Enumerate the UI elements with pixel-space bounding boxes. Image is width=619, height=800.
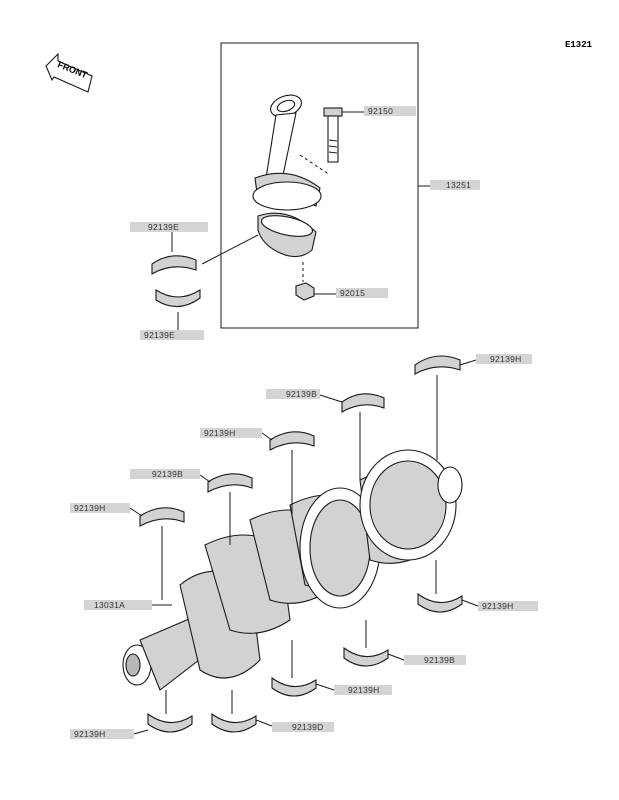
svg-text:92150: 92150 (368, 106, 393, 116)
conrod-assembly-box (220, 42, 419, 329)
svg-text:92139B: 92139B (286, 389, 317, 399)
crankshaft-icon (122, 449, 463, 691)
nut-icon (295, 282, 315, 301)
bearing-shell-h-bottom-mid-icon (271, 676, 317, 697)
svg-text:92015: 92015 (340, 288, 365, 298)
bearing-shell-b-lower-right-icon (343, 646, 389, 667)
rod-cap-icon (257, 212, 317, 258)
label-bearing-b-upper: 92139B (266, 389, 320, 399)
bearing-shell-h-left-icon (139, 507, 185, 527)
front-arrow-icon: FRONT (45, 52, 93, 93)
svg-text:13251: 13251 (446, 180, 471, 190)
svg-text:92139B: 92139B (152, 469, 183, 479)
label-bearing-h-left: 92139H (70, 503, 130, 513)
label-nut: 92015 (336, 288, 388, 298)
svg-text:92139H: 92139H (74, 729, 106, 739)
svg-text:92139D: 92139D (292, 722, 324, 732)
svg-text:13031A: 13031A (94, 600, 125, 610)
label-bearing-d-bottom: 92139D (272, 722, 334, 732)
bearing-shell-b-mid-icon (207, 473, 253, 493)
svg-text:92139H: 92139H (204, 428, 236, 438)
label-bearing-b-mid: 92139B (130, 469, 200, 479)
label-bearing-lower-left: 92139E (140, 330, 204, 340)
label-bearing-top-right: 92139H (476, 354, 532, 364)
bearing-shell-h-lower-right-icon (417, 592, 463, 613)
svg-text:92139H: 92139H (348, 685, 380, 695)
label-bearing-h-bottom-left: 92139H (70, 729, 134, 739)
leader-lines (129, 111, 479, 735)
label-conrod-assy: 13251 (430, 180, 480, 190)
bearing-shell-lower-left-icon (155, 288, 201, 308)
svg-text:92139E: 92139E (144, 330, 175, 340)
svg-text:92139H: 92139H (74, 503, 106, 513)
bearing-shell-h-mid-icon (269, 431, 315, 451)
label-bearing-b-lower-right: 92139B (404, 655, 466, 665)
connecting-rod-icon (252, 94, 322, 211)
bearing-shell-h-bottom-left-icon (147, 712, 193, 733)
bearing-shell-b-upper-icon (341, 393, 385, 413)
svg-text:92139B: 92139B (424, 655, 455, 665)
bearing-shell-upper-left-icon (151, 255, 197, 275)
label-bolt: 92150 (364, 106, 416, 116)
diagram-code: E1321 (565, 40, 593, 50)
label-bearing-h-lower-right: 92139H (478, 601, 538, 611)
svg-text:92139H: 92139H (482, 601, 514, 611)
bearing-shell-d-bottom-icon (211, 712, 257, 733)
svg-text:92139E: 92139E (148, 222, 179, 232)
bearing-shell-top-right-icon (414, 355, 461, 375)
label-bearing-h-bottom-mid: 92139H (334, 685, 392, 695)
label-crankshaft: 13031A (84, 600, 152, 610)
label-bearing-h-mid: 92139H (200, 428, 262, 438)
svg-text:92139H: 92139H (490, 354, 522, 364)
bolt-icon (323, 107, 343, 163)
label-bearing-upper-left: 92139E (130, 222, 208, 232)
